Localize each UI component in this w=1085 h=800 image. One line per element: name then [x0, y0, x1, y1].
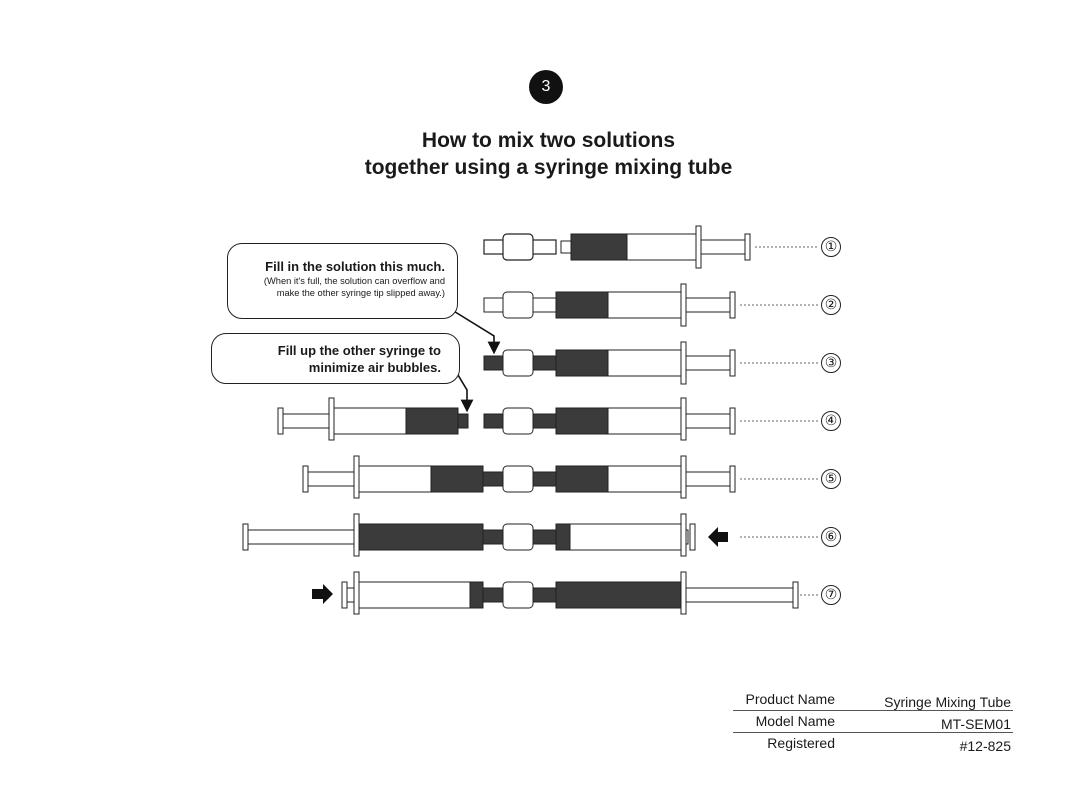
title-line-2: together using a syringe mixing tube [364, 156, 733, 179]
step-6-illustration [242, 513, 818, 557]
product-name-value: Syringe Mixing Tube [884, 694, 1011, 710]
callout-2-heading-line-1: Fill up the other syringe to [277, 343, 441, 358]
callout-fill-other-syringe: Fill up the other syringe to minimize ai… [211, 333, 460, 384]
push-arrow-step-6 [708, 527, 728, 547]
page-title: How to mix two solutions together using … [0, 127, 1085, 181]
step-5-illustration [302, 455, 818, 499]
product-info-table: Product Name Syringe Mixing Tube Model N… [733, 689, 1013, 754]
model-name-value: MT-SEM01 [940, 716, 1011, 732]
step-3-illustration [483, 341, 818, 385]
callout-2-arrow [454, 369, 474, 413]
product-info-row-registered: Registered #12-825 [733, 733, 1013, 754]
step-7-number: ⑦ [821, 585, 841, 605]
step-2-number: ② [821, 295, 841, 315]
step-1-illustration [483, 225, 818, 269]
step-3-number: ③ [821, 353, 841, 373]
product-info-row-product-name: Product Name Syringe Mixing Tube [733, 689, 1013, 711]
title-line-1: How to mix two solutions [421, 129, 676, 152]
model-name-label: Model Name [755, 713, 835, 729]
step-6-number: ⑥ [821, 527, 841, 547]
callout-fill-amount: Fill in the solution this much. (When it… [227, 243, 458, 319]
step-5-number: ⑤ [821, 469, 841, 489]
callout-1-note-line-1: (When it's full, the solution can overfl… [263, 276, 445, 286]
step-1-number: ① [821, 237, 841, 257]
step-4-illustration [277, 397, 818, 441]
step-7-illustration [312, 571, 818, 615]
callout-1-heading: Fill in the solution this much. [265, 259, 445, 274]
registered-label: Registered [767, 735, 835, 751]
step-4-number: ④ [821, 411, 841, 431]
step-2-illustration [483, 283, 818, 327]
callout-2-heading-line-2: minimize air bubbles. [308, 360, 441, 375]
step-number-badge: 3 [529, 70, 563, 104]
callout-1-note-line-2: make the other syringe tip slipped away.… [276, 288, 445, 298]
product-name-label: Product Name [745, 691, 835, 707]
callout-1-arrow [451, 309, 501, 355]
push-arrow-step-7 [312, 584, 333, 604]
product-info-row-model-name: Model Name MT-SEM01 [733, 711, 1013, 733]
registered-value: #12-825 [959, 738, 1011, 754]
